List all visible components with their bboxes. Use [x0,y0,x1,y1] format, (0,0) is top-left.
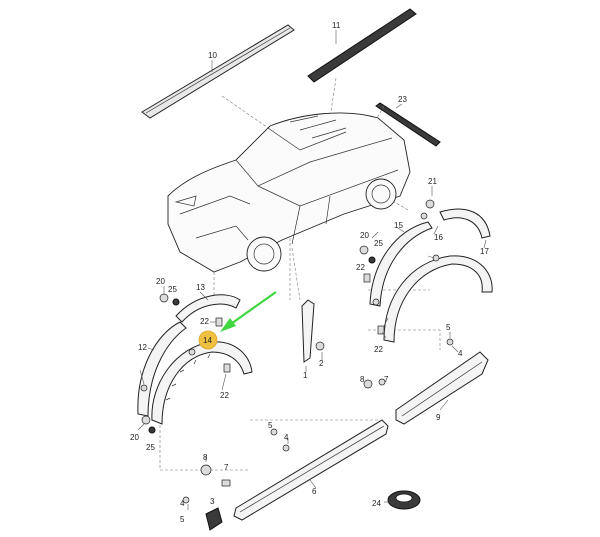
windshield-trim-strip[interactable] [375,102,441,147]
fasteners [140,199,454,504]
callout-5[interactable]: 5 [268,421,273,430]
roof-moulding-left[interactable] [141,24,295,119]
front-wheel-arch-trim[interactable] [137,321,187,417]
callout-21[interactable]: 22 [220,391,229,400]
rear-wheel-arch-trim[interactable] [439,208,491,239]
mounting-bracket[interactable] [205,507,223,531]
callout-23[interactable]: 24 [372,499,381,508]
callout-19[interactable]: 20 [156,277,165,286]
callout-20[interactable]: 21 [428,177,437,186]
rear-wheel-arch-extension[interactable] [383,255,493,343]
highlighted-callout[interactable]: 14 [198,330,218,350]
callout-2[interactable]: 2 [319,359,324,368]
roof-moulding-right[interactable] [307,8,417,83]
front-wheel-arch-upper[interactable] [175,294,241,323]
callout-9[interactable]: 9 [436,413,441,422]
door-moulding-strip[interactable] [301,299,315,363]
callout-21[interactable]: 22 [356,263,365,272]
vehicle-outline [167,112,411,273]
callout-10[interactable]: 10 [208,51,217,60]
callout-15[interactable]: 15 [394,221,403,230]
callout-7[interactable]: 7 [224,463,229,472]
rear-wheel-arch-upper[interactable] [369,221,433,307]
adhesive-tape-roll[interactable] [387,490,421,510]
callout-8[interactable]: 8 [360,375,365,384]
leader-lines [137,30,487,510]
callout-24[interactable]: 25 [146,443,155,452]
green-arrow [220,291,277,332]
callout-11[interactable]: 11 [332,21,341,30]
front-wheel-arch-extension[interactable] [151,341,253,425]
callout-21[interactable]: 22 [200,317,209,326]
callout-13[interactable]: 13 [196,283,205,292]
callout-21[interactable]: 22 [374,345,383,354]
callout-12[interactable]: 12 [138,343,147,352]
callout-labels: 10 11 23 20 25 13 22 12 20 25 22 1 2 8 7… [130,21,489,524]
callout-3[interactable]: 3 [210,497,215,506]
callout-1[interactable]: 1 [303,371,308,380]
side-sill-strip[interactable] [233,419,389,521]
callout-24[interactable]: 25 [168,285,177,294]
callout-7[interactable]: 7 [384,375,389,384]
callout-19[interactable]: 20 [130,433,139,442]
callout-14[interactable]: 14 [203,336,212,345]
callout-5[interactable]: 5 [446,323,451,332]
callout-6[interactable]: 6 [312,487,317,496]
callout-22[interactable]: 23 [398,95,407,104]
callout-24[interactable]: 25 [374,239,383,248]
callout-19[interactable]: 20 [360,231,369,240]
rear-door-trim-panel[interactable] [395,351,489,425]
callout-16[interactable]: 16 [434,233,443,242]
callout-5[interactable]: 5 [180,515,185,524]
callout-17[interactable]: 17 [480,247,489,256]
callout-4[interactable]: 4 [284,433,289,442]
callout-4[interactable]: 4 [458,349,463,358]
callout-8[interactable]: 8 [203,453,208,462]
callout-4[interactable]: 4 [180,499,185,508]
